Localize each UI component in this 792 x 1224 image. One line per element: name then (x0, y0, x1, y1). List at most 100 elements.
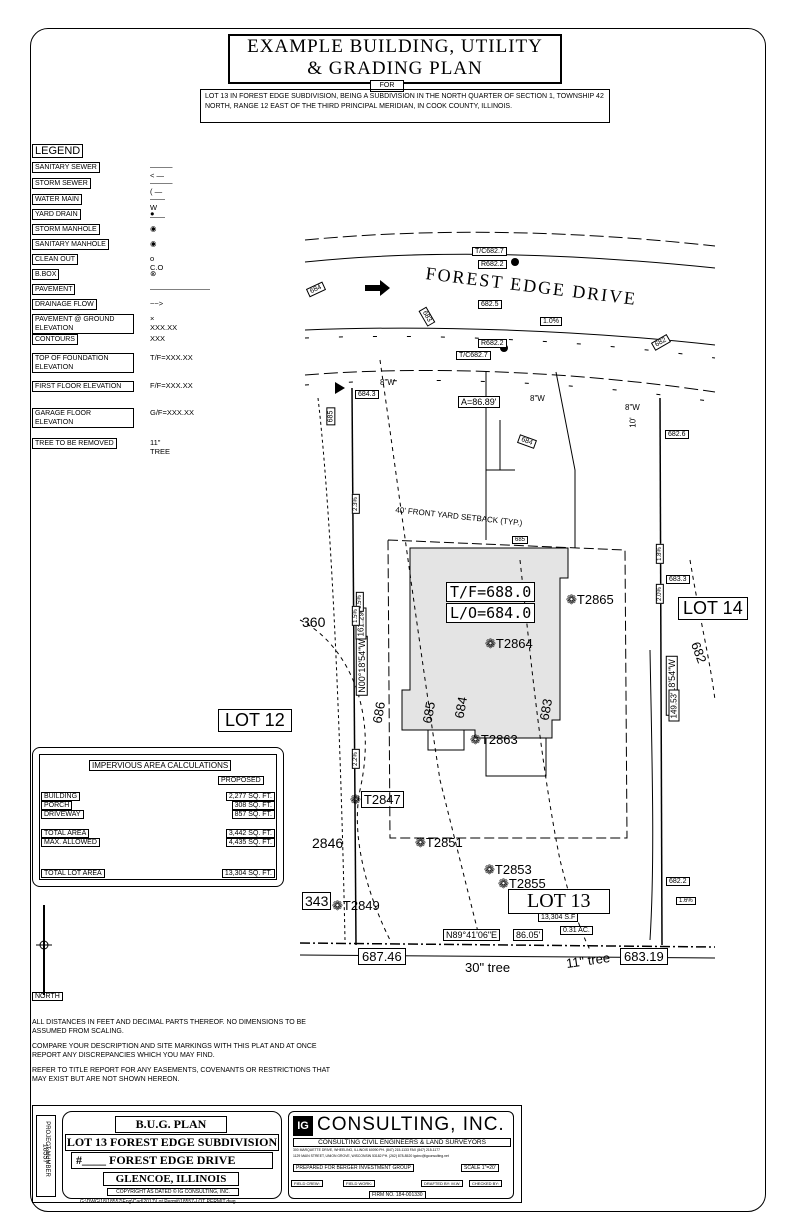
bearing-west: N00°18'54"W (355, 636, 368, 696)
elev-683-19: 683.19 (620, 948, 668, 965)
impervious-row-value: 13,304 SQ. FT. (221, 869, 275, 878)
sheet-border (30, 28, 766, 1212)
elev-687-46: 687.46 (358, 948, 406, 965)
tree-icon: ❁ (484, 862, 495, 877)
top-of-curb-1: T/C682.7 (472, 247, 507, 256)
impervious-row-value: 857 SQ. FT. (231, 810, 275, 819)
contour-2846-label: 2846 (312, 835, 344, 851)
title-line-2: & GRADING PLAN (307, 58, 483, 79)
firm-number: FIRM NO. 184-001330 (369, 1191, 426, 1199)
elev-682-6: 682.6 (665, 430, 689, 439)
impervious-area-table: IMPERVIOUS AREA CALCULATIONS PROPOSED BU… (32, 747, 284, 887)
title-block (32, 1105, 522, 1203)
legend-item-label: GARAGE FLOOR ELEVATION (32, 408, 134, 428)
legend-item-label: WATER MAIN (32, 194, 82, 205)
legend-item-symbol: ———< — (150, 162, 173, 180)
legend-item-symbol: × XXX.XX (150, 314, 178, 332)
plan-title-block: B.U.G. PLAN (115, 1116, 227, 1133)
top-of-curb-2: T/C682.7 (456, 351, 491, 360)
legend-item-label: PAVEMENT @ GROUND ELEVATION (32, 314, 134, 334)
dim-south: 86.05' (513, 929, 544, 941)
impervious-row-label: BUILDING (41, 792, 81, 801)
legend-item-label: CLEAN OUT (32, 254, 79, 265)
legend-item-label: STORM SEWER (32, 178, 91, 189)
legend-item-symbol: 11" TREE (150, 438, 171, 456)
impervious-row-label: DRIVEWAY (41, 810, 84, 819)
tree-t2863: ❁T2863 (470, 732, 518, 747)
lot-13-area-sf: 13,304 S.F (538, 913, 579, 922)
slope-1: 1.0% (540, 317, 562, 326)
rim-1: R682.2 (478, 260, 507, 269)
legend-item: SANITARY SEWER———< — (32, 162, 173, 180)
slope-8: 1.5% (351, 606, 360, 626)
legend-item-symbol: XXX (150, 334, 166, 343)
scale: SCALE 1"=20' (461, 1164, 499, 1172)
contour-685-b-label: 685 (512, 536, 529, 544)
road-edge-north (304, 253, 716, 269)
legend-item-symbol: ———————— (150, 284, 210, 293)
slope-7: 2.0% (655, 584, 664, 604)
tree-icon: ❁ (332, 898, 343, 913)
legend-item-label: FIRST FLOOR ELEVATION (32, 381, 134, 392)
legend-item-label: TREE TO BE REMOVED (32, 438, 117, 449)
impervious-row-value: 308 SQ. FT. (231, 801, 275, 810)
elev-684-3: 684.3 (355, 390, 379, 399)
company-name: CONSULTING, INC. (317, 1114, 505, 1135)
legend-item-label: PAVEMENT (32, 284, 76, 295)
contour-360-label: 360 (302, 614, 326, 630)
elev-683-3: 683.3 (666, 575, 690, 584)
bearing-south: N89°41'06"E (443, 929, 501, 941)
note-1: ALL DISTANCES IN FEET AND DECIMAL PARTS … (32, 1019, 306, 1035)
general-notes: ALL DISTANCES IN FEET AND DECIMAL PARTS … (32, 1018, 332, 1090)
legend-item-symbol: ⊗ (150, 269, 157, 278)
north-label: NORTH (32, 992, 63, 1001)
lot-14-label: LOT 14 (678, 597, 748, 620)
swale-east (649, 649, 654, 941)
lookout-elevation: L/O=684.0 (446, 603, 536, 623)
project-number: 18557 (41, 1143, 49, 1164)
legend-item-symbol: ◉ (150, 224, 157, 233)
project-number-box: PROJECT NUMBER 18557 (36, 1115, 56, 1197)
setback-lines (387, 539, 628, 839)
company-block: IG CONSULTING, INC. CONSULTING CIVIL ENG… (288, 1111, 514, 1199)
water-main-label-2: 8"W (530, 394, 545, 403)
legal-description: LOT 13 IN FOREST EDGE SUBDIVISION, BEING… (200, 89, 610, 123)
legend-item-symbol: F/F=XXX.XX (150, 381, 193, 390)
lot-line-west (351, 387, 357, 946)
tree-t2864: ❁T2864 (485, 636, 533, 651)
legend-item-symbol: o C.O (150, 254, 164, 272)
impervious-row-value: 3,442 SQ. FT. (225, 829, 275, 838)
impervious-heading: IMPERVIOUS AREA CALCULATIONS (89, 760, 232, 771)
legend-item-label: SANITARY MANHOLE (32, 239, 109, 250)
legend-item: SANITARY MANHOLE ◉ (32, 239, 157, 250)
dim-east: 149.53' (668, 689, 680, 722)
note-3: REFER TO TITLE REPORT FOR ANY EASEMENTS,… (32, 1067, 330, 1083)
dim-offset: 10' (628, 417, 638, 428)
tree-t2853: ❁T2853 (484, 862, 532, 877)
slope-3: 2.2% (351, 749, 360, 769)
note-2: COMPARE YOUR DESCRIPTION AND SITE MARKIN… (32, 1043, 317, 1059)
legend-item-symbol: ◉ (150, 239, 157, 248)
water-main-label-3: 8"W (625, 403, 640, 412)
tree-t2849: ❁T2849 (332, 898, 380, 913)
tree-icon: ❁ (350, 792, 361, 807)
file-path: G:\DWG\18\18557\Eng\Cad\2017\Lot Permit\… (80, 1199, 236, 1205)
legend-item-label: TOP OF FOUNDATION ELEVATION (32, 353, 134, 373)
impervious-row-value: 4,435 SQ. FT. (225, 838, 275, 847)
address-line: #____ FOREST EDGE DRIVE (71, 1152, 273, 1169)
tree-icon: ❁ (566, 592, 577, 607)
title-line-1: EXAMPLE BUILDING, UTILITY (247, 36, 543, 57)
row-line-south (304, 369, 716, 393)
copyright: COPYRIGHT AS DATED © IG CONSULTING, INC. (107, 1188, 239, 1196)
lot-13-label: LOT 13 (508, 889, 610, 914)
electric-line (304, 379, 716, 403)
legend-item: STORM MANHOLE◉ (32, 224, 157, 235)
tree-30-label: 30" tree (465, 960, 511, 975)
legend-heading: LEGEND (32, 144, 84, 158)
legend-item: PAVEMENT ———————— (32, 284, 210, 295)
legend-item-symbol: ~~> (150, 299, 164, 308)
legend-item: YARD DRAIN● (32, 209, 155, 220)
slope-2: 2.3% (351, 494, 360, 514)
